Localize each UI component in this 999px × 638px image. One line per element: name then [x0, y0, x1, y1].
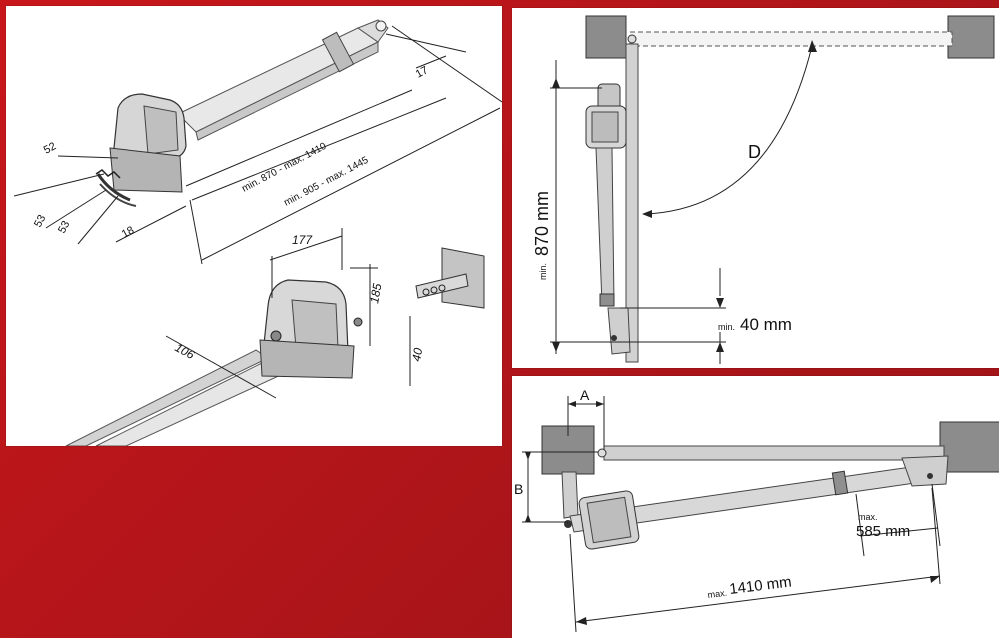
gate-plan-diagram: A B max. 585 mm max. 1410 mm	[514, 387, 999, 633]
dim-106-label: 106	[173, 340, 198, 362]
actuator-isometric-drawing: 17 52 53 53 18 min. 870 - max. 1410 min.…	[13, 19, 502, 446]
gap-prefix: min.	[718, 322, 735, 332]
dimension-b-label: B	[514, 481, 523, 497]
gate-leaf	[625, 43, 639, 363]
gap-value: 40 mm	[740, 315, 792, 334]
top-dimension-lines	[13, 25, 502, 265]
bottom-actuator	[65, 247, 485, 446]
gate-plan-view-panel: A B max. 585 mm max. 1410 mm	[512, 376, 999, 638]
offset-value: 585 mm	[856, 523, 910, 540]
height-value: 870 mm	[532, 191, 552, 256]
actuator-plan	[564, 455, 949, 550]
length-value: 1410 mm	[728, 573, 792, 597]
dim-17-label: 17	[414, 64, 430, 80]
dim-18-label: 18	[120, 224, 136, 240]
left-pillar	[585, 15, 627, 59]
right-pillar	[947, 15, 995, 59]
dim-53b-label: 53	[56, 219, 72, 235]
dimension-a-label: A	[580, 387, 590, 403]
actuator-vertical	[585, 83, 631, 355]
right-pillar-plan	[939, 421, 999, 473]
height-prefix: min.	[538, 263, 548, 280]
gate-leaf-plan	[603, 445, 945, 461]
offset-prefix: max.	[858, 512, 878, 522]
angle-d-label: D	[748, 142, 761, 162]
actuator-dimensions-panel: 17 52 53 53 18 min. 870 - max. 1410 min.…	[6, 6, 502, 446]
gate-closed-view-panel: D min. 870 mm min. 40 mm	[512, 8, 999, 368]
opening-angle-arc	[645, 45, 813, 215]
gate-closed-diagram: D min. 870 mm min. 40 mm	[532, 15, 995, 364]
top-actuator	[95, 19, 389, 207]
length-prefix: max.	[707, 588, 728, 600]
dim-177-label: 177	[292, 233, 313, 247]
dim-185-label: 185	[367, 282, 384, 304]
bottom-dimension-lines	[165, 228, 411, 399]
open-gate-outline	[629, 31, 953, 47]
dim-40-label: 40	[409, 347, 425, 363]
dim-52-label: 52	[42, 140, 58, 156]
dim-53a-label: 53	[32, 213, 48, 229]
